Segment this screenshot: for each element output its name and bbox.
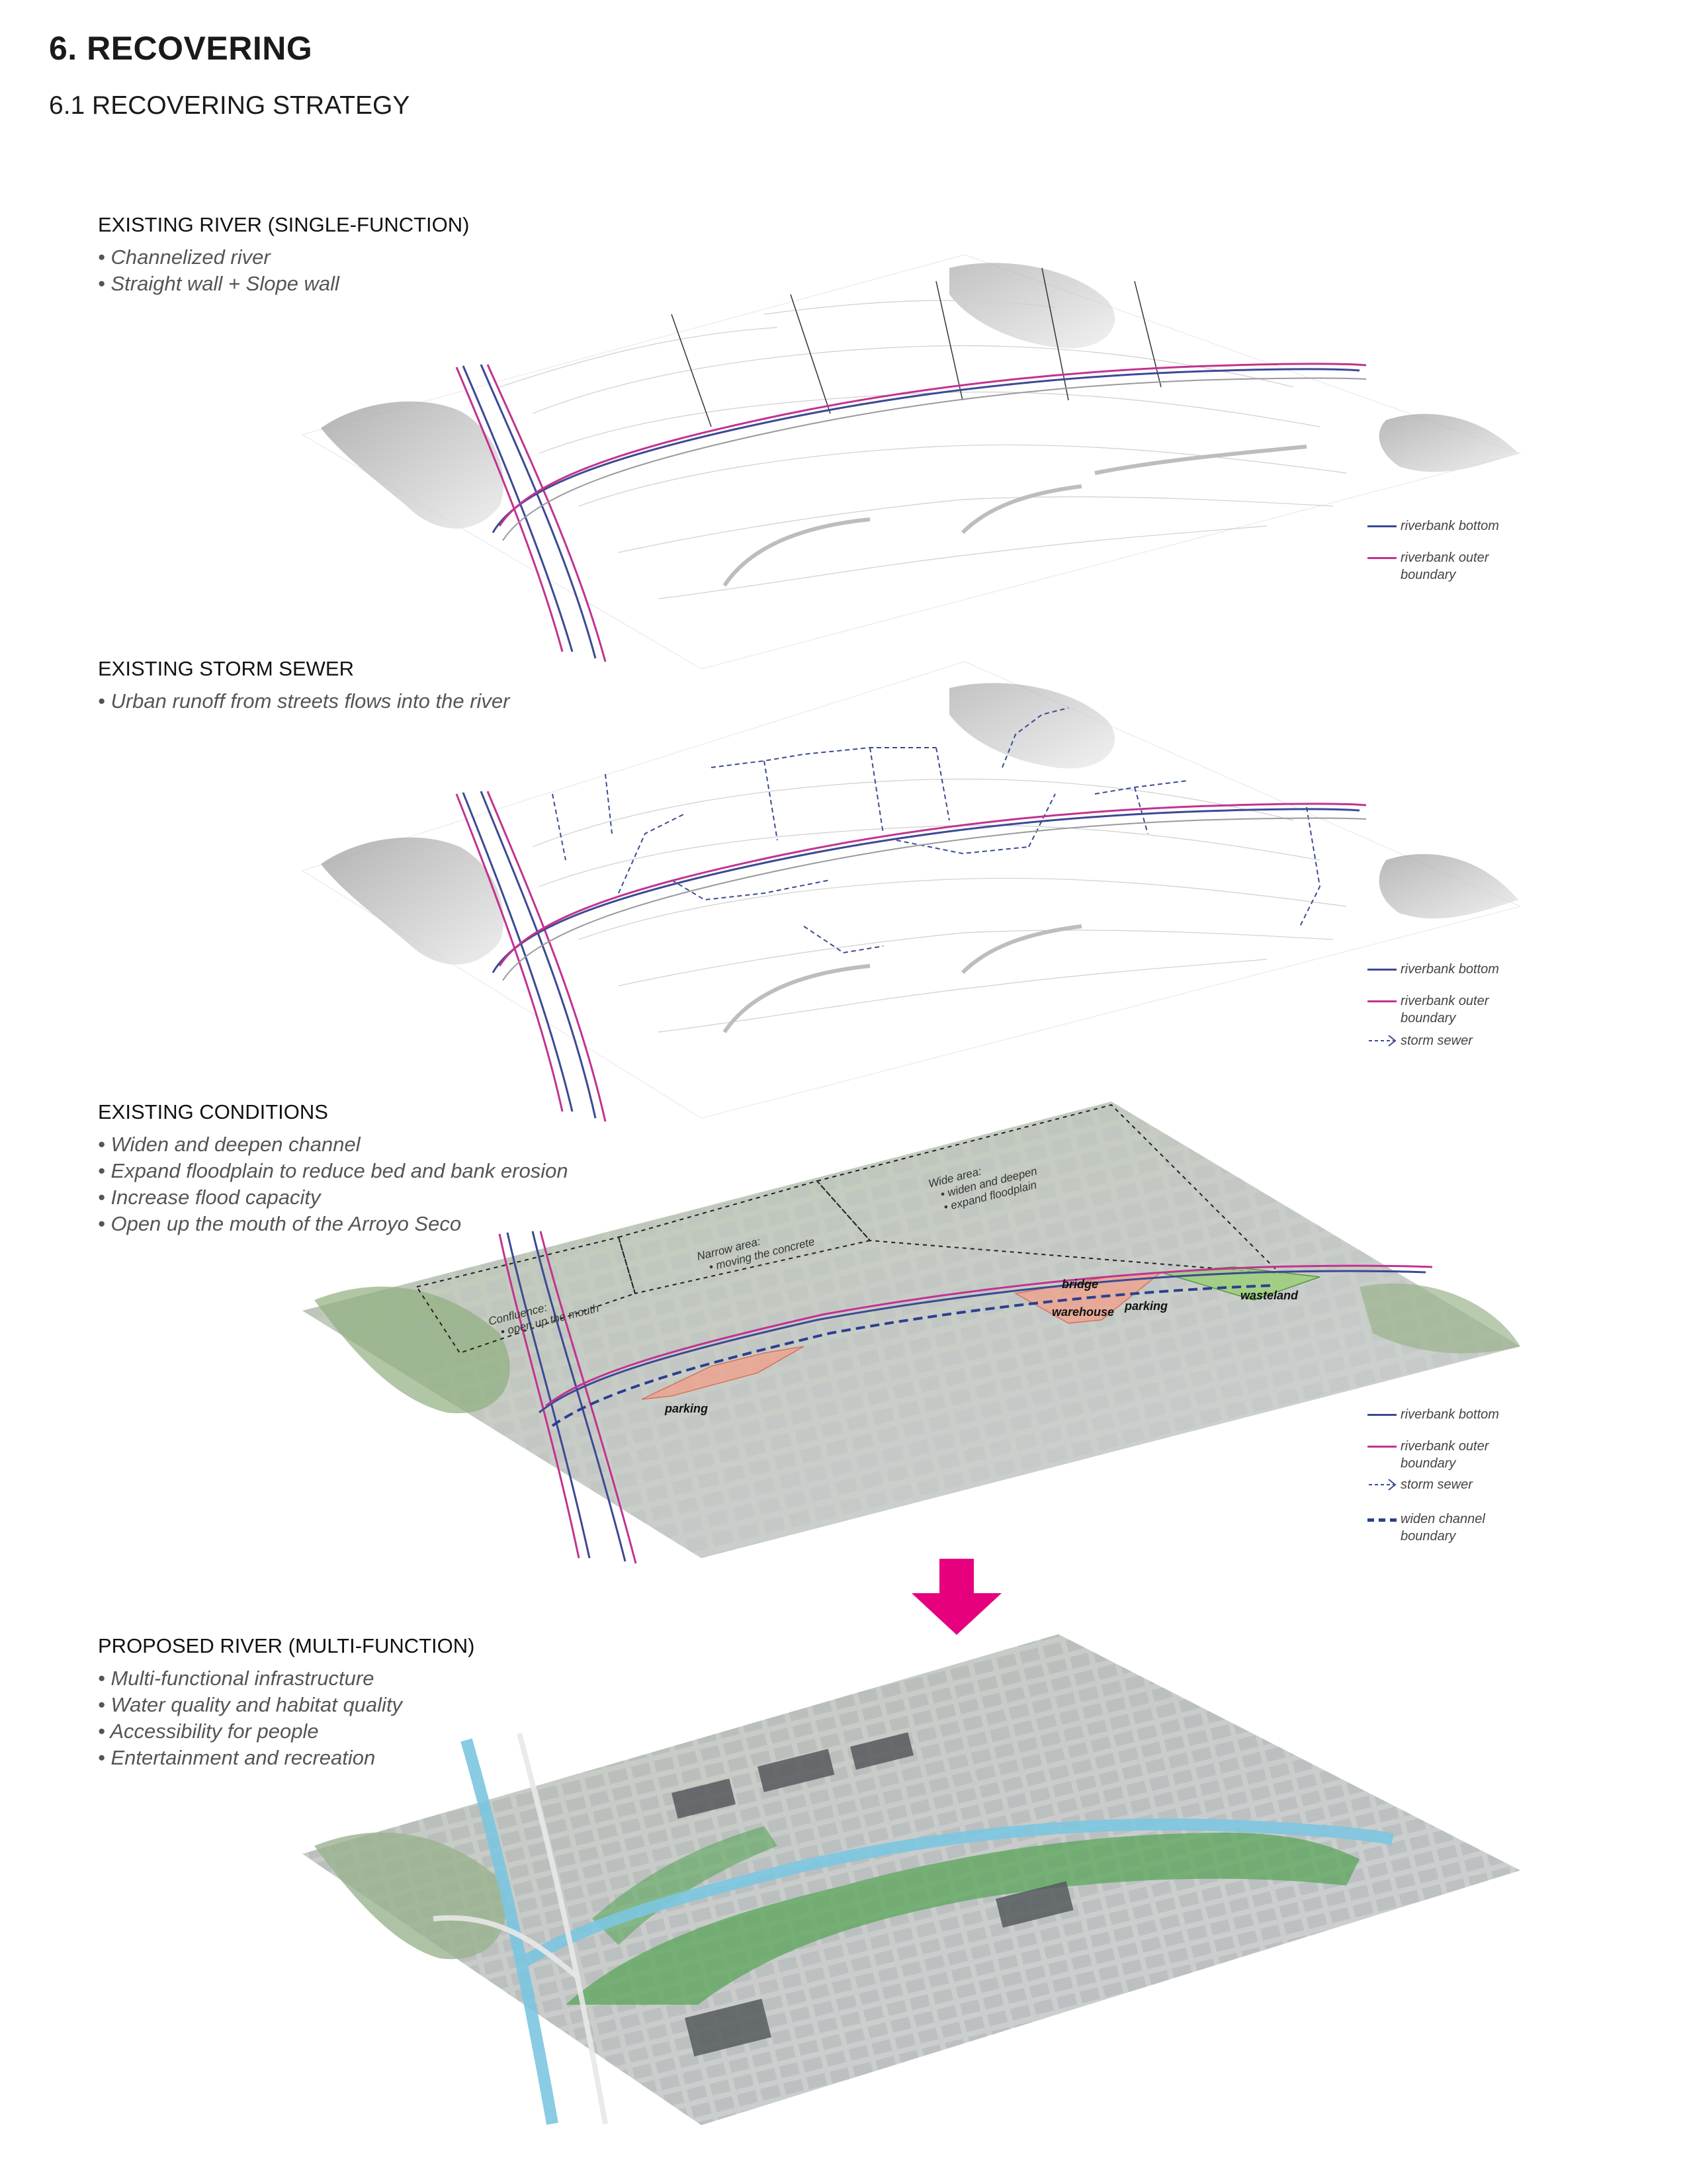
legend-existing-conditions: riverbank bottom riverbank outer boundar… (1367, 1406, 1566, 1551)
legend-label: riverbank bottom (1401, 962, 1499, 977)
map-plane (301, 255, 1522, 670)
existing-river-map (301, 255, 1522, 670)
bullet: • Entertainment and recreation (98, 1746, 376, 1769)
section-existing-river-bullets: • Channelized river • Straight wall + Sl… (98, 244, 339, 297)
dashed-arrow-icon (1369, 1479, 1397, 1491)
green-hill (1360, 1283, 1520, 1354)
hillshade (321, 401, 504, 529)
bullet: • Multi-functional infrastructure (98, 1667, 374, 1690)
label-parking-west: parking (664, 1402, 708, 1415)
parking-site-west (641, 1346, 804, 1400)
green-hill (314, 1832, 506, 1960)
bullet: • Urban runoff from streets flows into t… (98, 689, 510, 713)
legend-label: riverbank outer boundary (1401, 550, 1489, 582)
hillshade (949, 263, 1115, 349)
legend-existing-river: riverbank bottom riverbank outer boundar… (1367, 517, 1566, 590)
bullet: • Water quality and habitat quality (98, 1693, 403, 1716)
green-corridor (566, 1833, 1360, 2005)
legend-swatch (1367, 969, 1397, 971)
section-existing-river-title: EXISTING RIVER (SINGLE-FUNCTION) (98, 213, 470, 236)
legend-label: widen channel boundary (1401, 1512, 1485, 1544)
bullet: • Widen and deepen channel (98, 1133, 361, 1156)
bullet: • Open up the mouth of the Arroyo Seco (98, 1212, 462, 1235)
section-proposed-river-title: PROPOSED RIVER (MULTI-FUNCTION) (98, 1634, 475, 1657)
legend-swatch (1367, 1518, 1397, 1522)
hillshade (1379, 414, 1518, 472)
legend-label: riverbank bottom (1401, 1407, 1499, 1422)
legend-swatch (1367, 1000, 1397, 1002)
down-arrow-icon (912, 1559, 1002, 1635)
hillshade (321, 837, 504, 965)
existing-conditions-map: Confluence: • open up the mouth Narrow a… (302, 1102, 1520, 1564)
section-proposed-river-bullets: • Multi-functional infrastructure • Wate… (98, 1665, 402, 1771)
dashed-arrow-icon (1369, 1035, 1397, 1047)
page-subtitle: 6.1 RECOVERING STRATEGY (49, 91, 410, 120)
legend-label: storm sewer (1401, 1033, 1473, 1048)
proposed-river-map (302, 1634, 1520, 2125)
bullet: • Increase flood capacity (98, 1186, 321, 1209)
hillshade (1379, 853, 1518, 919)
section-existing-conditions-title: EXISTING CONDITIONS (98, 1100, 328, 1123)
label-wasteland: wasteland (1240, 1289, 1299, 1302)
urban-texture (302, 1102, 1520, 1558)
legend-storm-sewer: riverbank bottom riverbank outer boundar… (1367, 961, 1566, 1060)
green-hill (314, 1286, 510, 1414)
label-parking-east: parking (1124, 1299, 1168, 1313)
label-bridge: bridge (1062, 1278, 1098, 1291)
legend-label: storm sewer (1401, 1477, 1473, 1492)
storm-sewer-map (301, 662, 1522, 1122)
legend-swatch (1367, 557, 1397, 559)
bullet: • Accessibility for people (98, 1720, 319, 1743)
bullet: • Straight wall + Slope wall (98, 272, 339, 295)
bullet: • Channelized river (98, 245, 271, 269)
label-warehouse: warehouse (1052, 1305, 1114, 1319)
legend-swatch (1367, 1414, 1397, 1416)
legend-swatch (1367, 1446, 1397, 1448)
legend-swatch (1367, 525, 1397, 527)
section-existing-conditions-bullets: • Widen and deepen channel • Expand floo… (98, 1131, 568, 1237)
legend-label: riverbank outer boundary (1401, 1439, 1489, 1471)
section-storm-sewer-title: EXISTING STORM SEWER (98, 657, 354, 680)
hillshade (949, 683, 1115, 769)
legend-label: riverbank bottom (1401, 519, 1499, 533)
map-plane (301, 662, 1522, 1119)
page-title: 6. RECOVERING (49, 30, 313, 67)
section-storm-sewer-bullets: • Urban runoff from streets flows into t… (98, 688, 509, 715)
legend-label: riverbank outer boundary (1401, 994, 1489, 1026)
bullet: • Expand floodplain to reduce bed and ba… (98, 1159, 568, 1182)
